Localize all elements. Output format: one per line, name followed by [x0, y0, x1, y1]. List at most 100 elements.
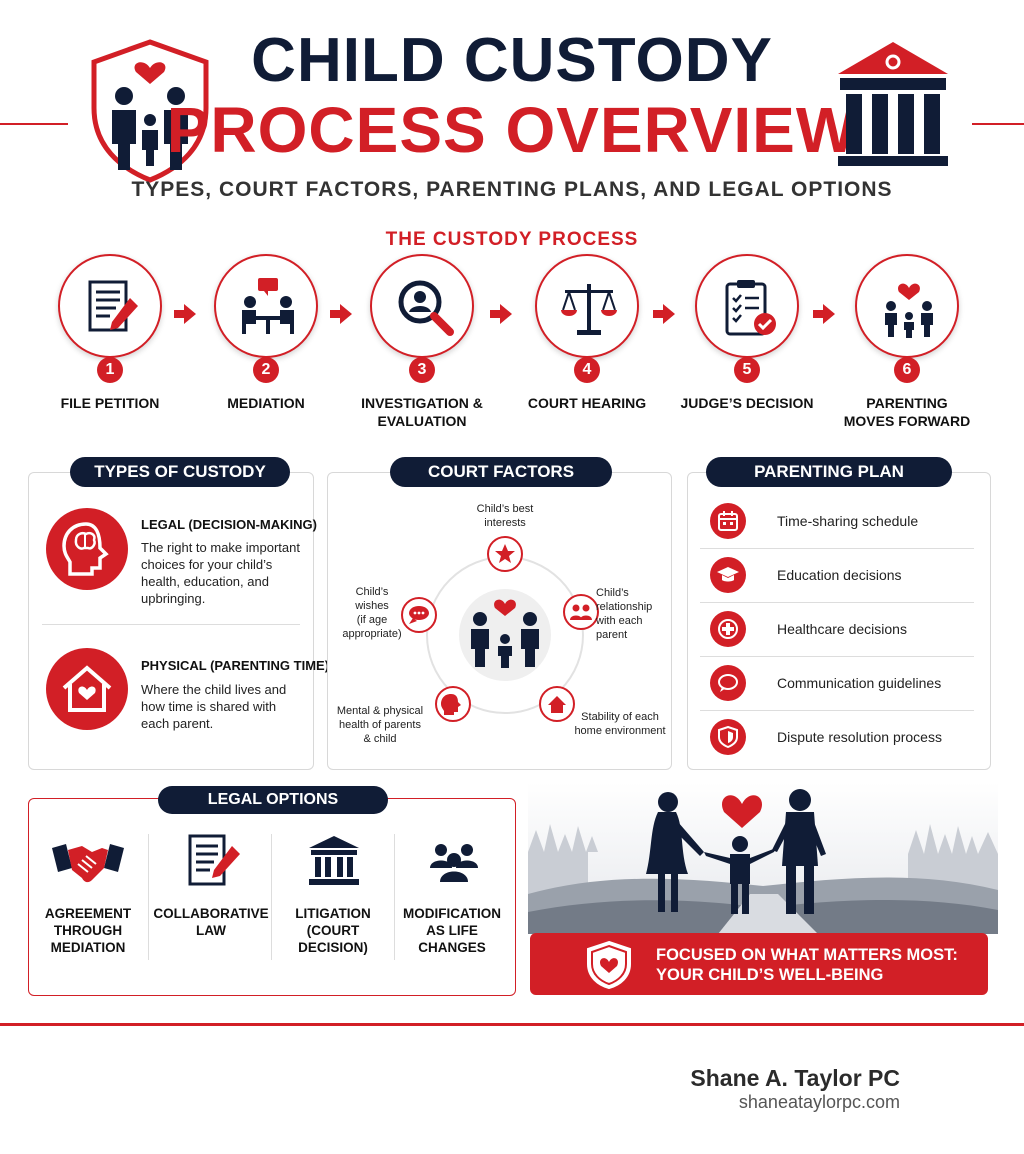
- arrow-icon: [330, 304, 352, 324]
- firm-name: Shane A. Taylor PC: [690, 1065, 900, 1091]
- plan-item-label: Healthcare decisions: [777, 621, 907, 637]
- step-1-circle: [58, 254, 162, 358]
- speech-bubble-icon: [401, 597, 437, 633]
- footer-rule: [0, 1023, 1024, 1026]
- document-pen-icon: [188, 834, 240, 886]
- plan-item-schedule: Time-sharing schedule: [700, 495, 974, 549]
- page-title-line2: PROCESS OVERVIEW: [166, 94, 858, 166]
- courthouse-icon: [309, 836, 359, 885]
- step-3-circle: [370, 254, 474, 358]
- document-pen-icon: [88, 280, 138, 332]
- brain-head-icon: [62, 522, 109, 576]
- step-4-circle: [535, 254, 639, 358]
- chat-bubble-icon: [718, 674, 738, 692]
- court-factors-diagram: [401, 536, 599, 722]
- wellbeing-banner: FOCUSED ON WHAT MATTERS MOST: YOUR CHILD…: [530, 933, 988, 995]
- step-2-circle: [214, 254, 318, 358]
- plan-item-label: Education decisions: [777, 567, 902, 583]
- page-subtitle: TYPES, COURT FACTORS, PARENTING PLANS, A…: [131, 178, 893, 201]
- legal-custody-title: LEGAL (DECISION-MAKING): [141, 517, 317, 532]
- parenting-plan-title: PARENTING PLAN ESSENTIALS: [706, 457, 952, 511]
- plan-divider: [700, 602, 974, 603]
- courthouse-icon: [838, 42, 948, 166]
- step-3-label: INVESTIGATION &EVALUATION: [361, 395, 483, 429]
- shield-icon-disc: [710, 719, 746, 755]
- process-arrows: [174, 304, 835, 324]
- step-3-number: 3: [409, 357, 435, 383]
- header-left-rule: [0, 123, 68, 125]
- step-5-label: JUDGE’S DECISION: [680, 395, 814, 411]
- shield-heart-icon: [587, 940, 631, 990]
- meeting-icon: [242, 278, 294, 334]
- step-2-label: MEDIATION: [227, 395, 305, 411]
- arrow-icon: [813, 304, 835, 324]
- group-icon: [430, 844, 478, 882]
- plan-divider: [700, 710, 974, 711]
- plan-item-dispute: Dispute resolution process: [700, 711, 974, 765]
- step-6-number: 6: [894, 357, 920, 383]
- plan-item-label: Dispute resolution process: [777, 729, 942, 745]
- page-title-line1: CHILD CUSTODY: [251, 26, 773, 95]
- graduation-cap-icon-disc: [710, 557, 746, 593]
- custody-divider: [42, 624, 300, 625]
- step-6-circle: [855, 254, 959, 358]
- people-icon: [563, 594, 599, 630]
- legal-options-title: LEGAL OPTIONS: [158, 786, 388, 814]
- physical-custody-icon-disc: [46, 648, 128, 730]
- legal-custody-icon-disc: [46, 508, 128, 590]
- plan-item-label: Communication guidelines: [777, 675, 942, 691]
- plan-item-healthcare: Healthcare decisions: [700, 603, 974, 657]
- step-2-number: 2: [253, 357, 279, 383]
- scales-icon: [561, 284, 617, 335]
- shield-icon: [718, 726, 738, 748]
- family-walking-illustration: [528, 782, 998, 934]
- types-of-custody-title: TYPES OF CUSTODY: [70, 457, 290, 487]
- calendar-icon-disc: [710, 503, 746, 539]
- process-title: THE CUSTODY PROCESS: [385, 229, 639, 250]
- magnifier-person-icon: [398, 280, 454, 336]
- arrow-icon: [653, 304, 675, 324]
- plan-divider: [700, 656, 974, 657]
- step-1-number: 1: [97, 357, 123, 383]
- physical-custody-text: Where the child lives and how time is sh…: [141, 682, 287, 731]
- star-icon: [487, 536, 523, 572]
- family-heart-icon: [885, 283, 933, 338]
- house-heart-icon: [62, 665, 112, 712]
- banner-text: FOCUSED ON WHAT MATTERS MOST: YOUR CHILD…: [656, 946, 958, 984]
- legal-options-panel: [28, 798, 516, 996]
- graduation-cap-icon: [717, 567, 739, 582]
- legal-custody-text: The right to make important choices for …: [141, 540, 300, 606]
- plan-item-label: Time-sharing schedule: [777, 513, 919, 529]
- step-5-number: 5: [734, 357, 760, 383]
- option-divider: [148, 834, 149, 960]
- arrow-icon: [490, 304, 512, 324]
- medical-cross-icon-disc: [710, 611, 746, 647]
- medical-cross-icon: [718, 619, 738, 639]
- clipboard-check-icon: [725, 280, 776, 336]
- home-icon: [539, 686, 575, 722]
- plan-item-education: Education decisions: [700, 549, 974, 603]
- handshake-icon: [52, 844, 124, 883]
- calendar-icon: [718, 511, 738, 531]
- plan-divider: [700, 548, 974, 549]
- step-4-label: COURT HEARING: [527, 395, 647, 411]
- family-shield-icon: [91, 39, 209, 183]
- arrow-icon: [174, 304, 196, 324]
- header-right-rule: [972, 123, 1024, 125]
- step-1-label: FILE PETITION: [60, 395, 160, 411]
- plan-item-communication: Communication guidelines: [700, 657, 974, 711]
- chat-bubble-icon-disc: [710, 665, 746, 701]
- physical-custody-title: PHYSICAL (PARENTING TIME): [141, 658, 330, 673]
- option-divider: [394, 834, 395, 960]
- court-factors-title: COURT FACTORS: [390, 457, 612, 487]
- firm-url[interactable]: shaneataylorpc.com: [738, 1092, 900, 1112]
